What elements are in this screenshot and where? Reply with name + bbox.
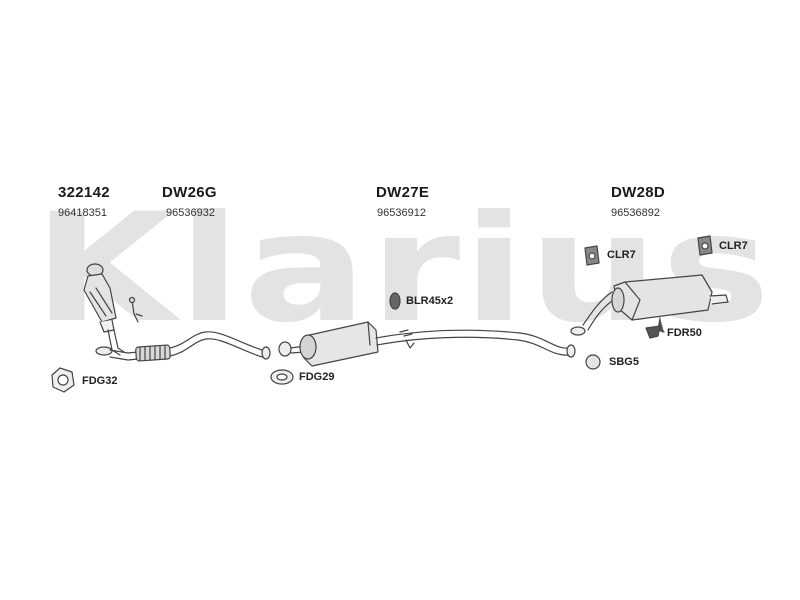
label-fdr50: FDR50 (667, 327, 702, 339)
label-fdg29: FDG29 (299, 371, 335, 383)
oe-number-96418351: 96418351 (58, 207, 107, 219)
middle-silencer-dw27e (278, 321, 576, 367)
gasket-icon-fdg32 (51, 367, 75, 393)
oe-number-96536912: 96536912 (377, 207, 426, 219)
front-pipe-dw26g (95, 331, 271, 362)
oe-number-96536892: 96536892 (611, 207, 660, 219)
label-clr7-b: CLR7 (719, 240, 748, 252)
label-clr7-a: CLR7 (607, 249, 636, 261)
rubber-mount-icon-blr45 (389, 292, 401, 310)
rubber-mount-icon-clr7-a (584, 245, 600, 266)
clamp-icon-fdr50 (645, 325, 661, 339)
catalytic-converter (83, 263, 125, 356)
seal-icon-sbg5 (585, 354, 601, 370)
part-number-dw27e: DW27E (376, 184, 430, 201)
label-sbg5: SBG5 (609, 356, 639, 368)
rubber-mount-icon-clr7-b (697, 235, 713, 256)
oe-number-96536932: 96536932 (166, 207, 215, 219)
label-fdg32: FDG32 (82, 375, 118, 387)
label-blr45x2: BLR45x2 (406, 295, 454, 307)
part-number-dw28d: DW28D (611, 184, 666, 201)
rear-silencer-dw28d (570, 274, 729, 336)
gasket-icon-fdg29 (270, 369, 294, 385)
part-number-322142: 322142 (58, 184, 110, 201)
part-number-dw26g: DW26G (162, 184, 217, 201)
lambda-sensor (128, 296, 143, 323)
